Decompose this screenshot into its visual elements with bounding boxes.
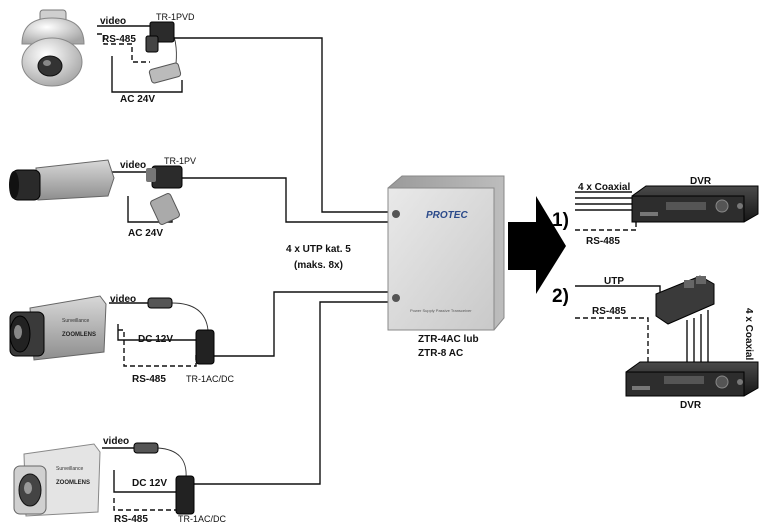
tr-1pv-transceiver-icon (146, 165, 183, 225)
video-label: video (103, 436, 129, 447)
zoom-camera-icon: Surveillance ZOOMLENS (9, 295, 107, 361)
coaxial-label: 4 x Coaxial (578, 182, 630, 193)
utp-hub-icon (655, 275, 715, 325)
camera-logo-label: ZOOMLENS (62, 332, 96, 338)
box-camera-icon (9, 159, 115, 201)
rs485-label: RS-485 (586, 236, 620, 247)
tr-1acdc-label: TR-1AC/DC (178, 514, 227, 524)
utp-count-label: 4 x UTP kat. 5 (286, 244, 351, 255)
labels: video RS-485 TR-1PVD AC 24V video TR-1PV… (100, 12, 754, 524)
camera-brand-label: Surveillance (62, 318, 89, 324)
protec-power-supply-box: PROTEC Power Supply Passive Transceiver (387, 175, 505, 331)
output-arrow-icon (508, 196, 566, 294)
tr-1pv-label: TR-1PV (164, 156, 196, 166)
ac24-label: AC 24V (128, 228, 163, 239)
ptz-dome-camera-icon (21, 9, 85, 87)
dvr-recorder-icon (625, 361, 759, 397)
option-2-label: 2) (552, 286, 569, 307)
box-brand-label: PROTEC (426, 210, 468, 221)
dc12-label: DC 12V (138, 334, 173, 345)
model-line2-label: ZTR-8 AC (418, 348, 463, 359)
camera-logo-label: ZOOMLENS (56, 480, 90, 486)
box-caption-label: Power Supply Passive Transceiver (410, 308, 472, 313)
utp-label: UTP (604, 276, 624, 287)
model-line1-label: ZTR-4AC lub (418, 334, 479, 345)
video-label: video (100, 16, 126, 27)
rs485-label: RS-485 (592, 306, 626, 317)
rs485-label: RS-485 (114, 514, 148, 524)
tr-1pvd-transceiver-icon (145, 21, 182, 84)
tr-1pvd-label: TR-1PVD (156, 12, 195, 22)
camera-brand-label: Surveillance (56, 466, 83, 472)
coaxial-label: 4 x Coaxial (743, 308, 754, 360)
dvr-label: DVR (690, 176, 712, 187)
dc12-label: DC 12V (132, 478, 167, 489)
wiring (97, 25, 709, 511)
tr-1acdc-label: TR-1AC/DC (186, 374, 235, 384)
utp-max-label: (maks. 8x) (294, 260, 343, 271)
video-label: video (110, 294, 136, 305)
video-label: video (120, 160, 146, 171)
dvr-label: DVR (680, 400, 702, 411)
tr-1acdc-transceiver-icon (133, 442, 195, 515)
ac24-label: AC 24V (120, 94, 155, 105)
dvr-recorder-icon (631, 185, 759, 223)
tr-1acdc-transceiver-icon (147, 297, 215, 365)
rs485-label: RS-485 (102, 34, 136, 45)
zoom-camera-icon: Surveillance ZOOMLENS (13, 443, 101, 517)
option-1-label: 1) (552, 210, 569, 231)
rs485-label: RS-485 (132, 374, 166, 385)
